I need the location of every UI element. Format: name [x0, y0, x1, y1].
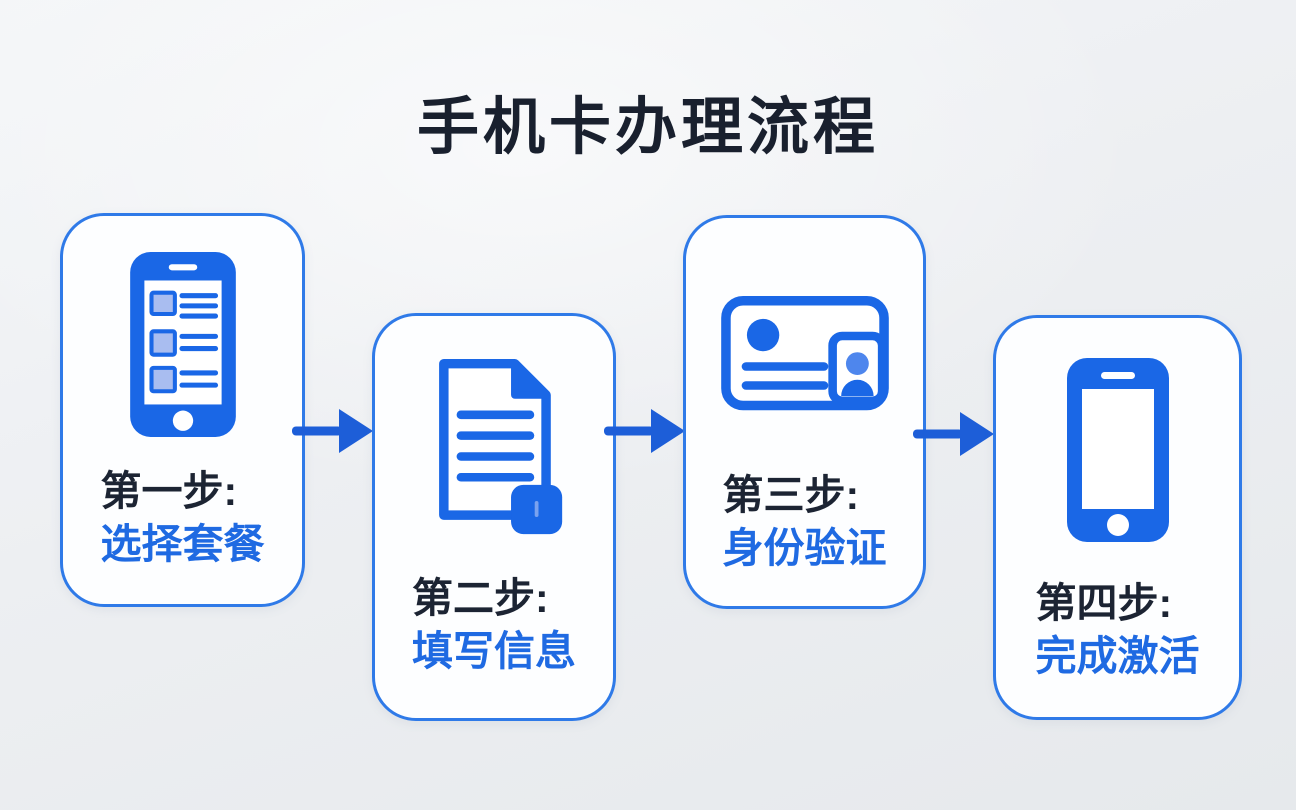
step-label-1: 第一步: [100, 468, 238, 514]
flow-arrow-3 [913, 412, 994, 456]
id-card-icon [720, 296, 889, 411]
step-card-4: 第四步: 完成激活 [993, 315, 1242, 720]
page-title: 手机卡办理流程 [416, 93, 879, 162]
smartphone-icon [1066, 358, 1169, 542]
step-text-2: 第二步: 填写信息 [412, 572, 576, 679]
step-label-2: 第二步: [412, 575, 549, 621]
action-label-1: 选择套餐 [100, 521, 265, 568]
flow-arrow-1 [292, 409, 373, 453]
step-card-1: 第一步: 选择套餐 [60, 213, 305, 607]
action-label-3: 身份验证 [722, 525, 887, 572]
step-label-3: 第三步: [722, 472, 860, 518]
action-label-2: 填写信息 [412, 628, 576, 675]
step-text-3: 第三步: 身份验证 [723, 469, 887, 576]
flow-arrow-2 [604, 409, 685, 453]
step-text-1: 第一步: 选择套餐 [101, 465, 265, 572]
step-label-4: 第四步: [1035, 580, 1173, 626]
step-card-2: 第二步: 填写信息 [372, 313, 616, 721]
step-card-3: 第三步: 身份验证 [683, 215, 926, 609]
phone-plan-list-icon [129, 252, 236, 437]
action-label-4: 完成激活 [1035, 633, 1200, 680]
document-form-icon [439, 358, 563, 535]
step-text-4: 第四步: 完成激活 [1036, 577, 1200, 684]
